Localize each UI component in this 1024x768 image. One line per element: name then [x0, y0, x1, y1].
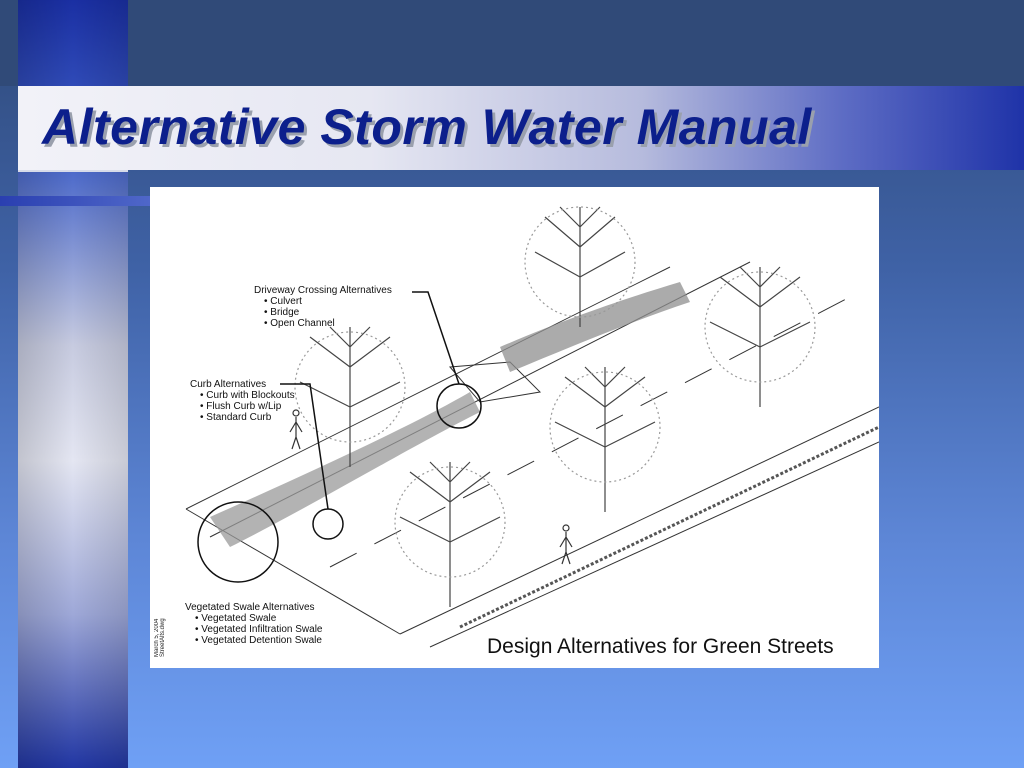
- pedestrians: [289, 409, 573, 565]
- tree-back-1: [524, 206, 636, 327]
- vegetated-swale: [210, 282, 690, 547]
- title-band-edge: [18, 170, 128, 172]
- swale-option: Vegetated Infiltration Swale: [195, 624, 322, 635]
- driveway: [448, 361, 542, 403]
- swale-callout-heading: Vegetated Swale Alternatives: [185, 602, 315, 613]
- curb-line-front: [399, 406, 879, 635]
- curb-callout-heading: Curb Alternatives: [190, 379, 267, 390]
- title-band: [18, 86, 1024, 170]
- swale-option: Vegetated Swale: [195, 613, 322, 624]
- tree-back-2: [294, 326, 406, 467]
- tree-right: [704, 266, 816, 407]
- driveway-callout-heading: Driveway Crossing Alternatives: [254, 285, 392, 296]
- driveway-option: Open Channel: [264, 318, 392, 329]
- swale-option: Vegetated Detention Swale: [195, 635, 322, 646]
- curb-option: Flush Curb w/Lip: [200, 401, 295, 412]
- green-streets-illustration: Driveway Crossing Alternatives Culvert B…: [150, 187, 879, 668]
- front-planter-strip: [459, 425, 879, 629]
- curb-leader: [280, 383, 329, 510]
- driveway-option: Bridge: [264, 307, 392, 318]
- slide-title: Alternative Storm Water Manual: [42, 99, 812, 155]
- swale-callout-circle: [197, 501, 279, 583]
- accent-line: [0, 196, 150, 206]
- driveway-callout: Driveway Crossing Alternatives Culvert B…: [254, 285, 392, 329]
- callout-markers: [197, 291, 482, 583]
- sidewalk-front-edge: [429, 441, 879, 648]
- tree-middle: [549, 366, 661, 512]
- tree-front: [394, 461, 506, 607]
- figure-caption: Design Alternatives for Green Streets: [487, 635, 834, 658]
- curb-callout: Curb Alternatives Curb with Blockouts Fl…: [190, 379, 295, 423]
- trees: [294, 206, 816, 607]
- curb-option: Curb with Blockouts: [200, 390, 294, 401]
- curb-callout-circle: [312, 508, 344, 540]
- top-band: [0, 0, 1024, 86]
- swale-callout: Vegetated Swale Alternatives Vegetated S…: [185, 602, 322, 646]
- driveway-leader: [412, 291, 460, 385]
- driveway-option: Culvert: [264, 296, 392, 307]
- sidewalk-back-edge: [185, 266, 671, 510]
- drawing-credit: March 5, 2004 StreetAlts.dwg: [154, 618, 166, 657]
- street-sketch: [185, 206, 879, 648]
- curb-option: Standard Curb: [200, 412, 295, 423]
